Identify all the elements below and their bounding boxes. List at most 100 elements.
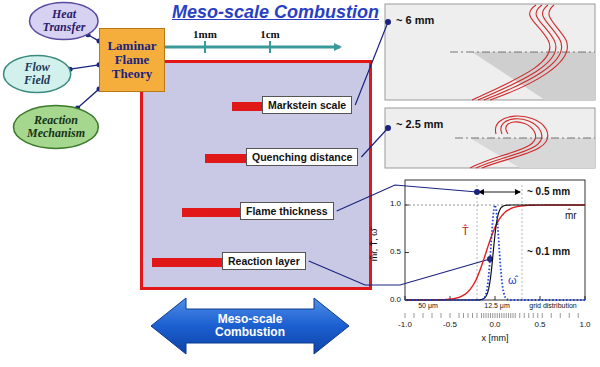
node-text: Laminar Flame Theory xyxy=(103,39,161,82)
grid-mark xyxy=(414,313,415,318)
grid-mark xyxy=(495,313,496,318)
grid-mark xyxy=(477,313,478,318)
connector xyxy=(78,89,99,108)
grid-mark xyxy=(423,313,424,318)
leader-dot xyxy=(385,125,391,131)
grid-mark xyxy=(405,313,406,318)
grid-mark xyxy=(497,313,498,318)
ruler-tick xyxy=(204,41,206,53)
grid-mark xyxy=(506,313,507,318)
grid-mark xyxy=(441,313,442,318)
axis-title: m̂r, T̂, ω̂ xyxy=(369,229,379,261)
dimension: ~ 2.5 mm xyxy=(396,118,443,130)
grid-mark xyxy=(501,313,502,318)
grid-mark xyxy=(515,313,516,318)
scale-label: Quenching distance xyxy=(246,148,358,166)
grid-mark xyxy=(432,313,433,318)
node-text: Meso-scale Combustion xyxy=(188,313,312,339)
grid-mark xyxy=(542,313,543,318)
tick-label: 0.0 xyxy=(489,320,500,329)
temperature-curve xyxy=(405,205,585,300)
grid-mark xyxy=(490,313,491,318)
mass-curve xyxy=(405,205,585,300)
connector xyxy=(70,65,99,69)
grid-mark xyxy=(450,313,451,318)
axis-title: x [mm] xyxy=(482,333,509,343)
axis-ticks xyxy=(405,205,585,300)
scale-bar xyxy=(232,102,263,111)
scale-tick-label: 1mm xyxy=(193,28,217,40)
node-text: Heat Transfer xyxy=(39,8,89,34)
node-text: Flow Field xyxy=(13,61,62,87)
tick-label: 1.0 xyxy=(579,320,590,329)
grid-mark xyxy=(560,313,561,318)
curve-label: ω̂ xyxy=(508,274,517,286)
grid-mark xyxy=(504,313,505,318)
leader-line xyxy=(337,185,477,211)
grid-mark xyxy=(499,313,500,318)
topic-ellipse: Reaction Mechanism xyxy=(12,104,100,150)
grid-mark xyxy=(533,313,534,318)
grid-mark xyxy=(508,313,509,318)
tick-label: -0.5 xyxy=(443,320,457,329)
reaction-rate-curve xyxy=(405,205,585,300)
flame-image xyxy=(385,4,595,100)
tick-label: 1.0 xyxy=(390,199,401,208)
flame-front xyxy=(472,5,567,100)
thickness-arrow xyxy=(479,192,520,193)
flame-image xyxy=(385,108,595,168)
grid-mark xyxy=(472,313,473,318)
grid-note: 12.5 μm xyxy=(484,302,509,309)
grid-mark xyxy=(578,313,579,318)
node-text: Flame thickness xyxy=(246,205,328,217)
thickness-bound xyxy=(522,185,523,300)
grid-note: 50 μm xyxy=(418,302,438,309)
grid-mark xyxy=(468,313,469,318)
center-line xyxy=(455,138,595,139)
double-arrow-banner: Meso-scale Combustion xyxy=(150,296,350,356)
grid-mark xyxy=(488,313,489,318)
leader-dot xyxy=(385,19,391,25)
diagram-title: Meso-scale Combustion xyxy=(172,2,379,23)
grid-mark xyxy=(481,313,482,318)
grid-mark xyxy=(551,313,552,318)
ruler-tick xyxy=(269,41,271,53)
dimension: ~ 6 mm xyxy=(396,14,434,26)
leader-dot xyxy=(474,189,480,195)
topic-ellipse: Flow Field xyxy=(2,54,72,94)
node-text: Reaction layer xyxy=(228,255,300,267)
scale-label: Reaction layer xyxy=(222,252,306,270)
scale-tick-label: 1cm xyxy=(260,28,280,40)
flame-shade xyxy=(472,52,595,100)
tick-label: 0.5 xyxy=(390,247,401,256)
dimension: ~ 0.5 mm xyxy=(527,186,570,197)
grid-mark xyxy=(537,313,538,318)
thickness-bound xyxy=(477,185,478,300)
dimension: ~ 0.1 mm xyxy=(527,246,570,257)
node-text: Quenching distance xyxy=(252,151,352,163)
tick-label: -1.0 xyxy=(398,320,412,329)
curve-label: m̂r xyxy=(565,210,577,221)
scale-bar xyxy=(205,154,247,163)
scale-panel xyxy=(142,62,371,289)
topic-ellipse: Heat Transfer xyxy=(28,1,100,41)
grid-mark xyxy=(483,313,484,318)
curve-label: T̂ xyxy=(462,225,469,237)
grid-mark xyxy=(524,313,525,318)
node-text: Reaction Mechanism xyxy=(25,114,87,140)
scale-label: Flame thickness xyxy=(240,202,334,220)
flame-front xyxy=(470,116,548,168)
theory-box: Laminar Flame Theory xyxy=(99,28,165,92)
scale-bar xyxy=(152,258,223,267)
leader-line xyxy=(309,259,490,285)
grid-mark xyxy=(569,313,570,318)
length-ruler xyxy=(150,46,340,49)
grid-mark xyxy=(528,313,529,318)
tick-label: 0.5 xyxy=(534,320,545,329)
scale-label: Markstein scale xyxy=(262,96,352,114)
center-line xyxy=(450,52,595,53)
grid-mark xyxy=(519,313,520,318)
grid-mark xyxy=(459,313,460,318)
node-text: Markstein scale xyxy=(268,99,346,111)
grid-mark xyxy=(510,313,511,318)
